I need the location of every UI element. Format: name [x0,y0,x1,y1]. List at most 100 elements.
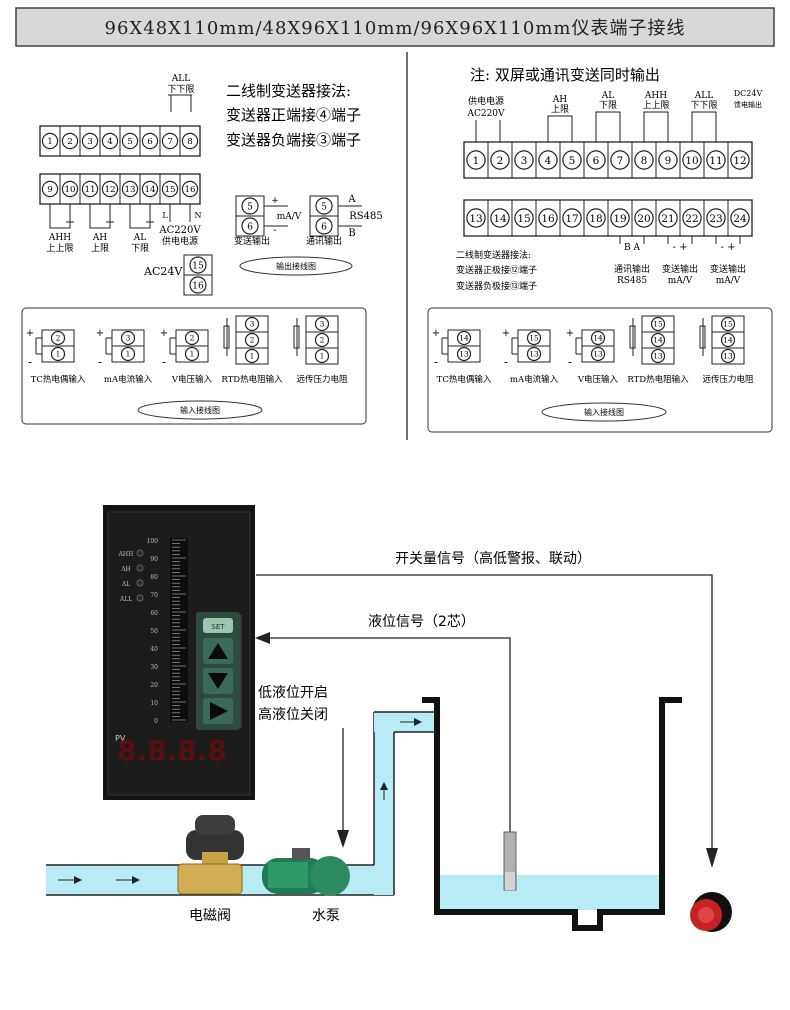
left-input-terminal-2-number: 2 [250,336,255,345]
left-input-terminal-1 [184,346,200,362]
left-out-terminal-5 [241,197,259,215]
left-top-terminal-6 [141,132,159,150]
right-tx1-label: 变送输出 [662,263,698,275]
minus-sign: - [28,355,32,369]
right-top-terminal-7-number: 7 [617,155,624,167]
scale-tick-60: 60 [150,610,158,617]
high-close-label: 高液位关闭 [258,706,328,723]
left-top-terminal-8 [181,132,199,150]
right-input-terminal-14 [650,332,666,348]
minus-sign: - [434,355,438,369]
right-input-terminal-15 [526,330,542,346]
right-input-terminal-15-number: 15 [529,334,539,343]
right-bot-terminal-24-number: 24 [733,213,747,225]
left-top-terminal-3 [81,132,99,150]
right-input-terminal-14-number: 14 [653,336,663,345]
right-bot-terminal-23-number: 23 [709,213,722,225]
right-top-terminal-5 [562,150,582,170]
right-tx1-unit: mA/V [668,276,693,286]
left-all-label: ALL [171,74,190,84]
right-top-terminal-2 [490,150,510,170]
left-n-label: N [195,211,202,220]
left-out-terminal-5-number: 5 [247,201,253,212]
level-signal-label: 液位信号（2芯） [368,614,475,630]
right-bot-terminal-19 [610,208,630,228]
right-top-terminal-11-number: 11 [709,155,722,167]
right-input-label-3: RTD热电阻输入 [627,374,689,385]
left-input-block [235,315,269,365]
right-bot-terminal-17-number: 17 [565,213,578,225]
scale-tick-90: 90 [150,556,158,563]
right-top-terminal-8 [634,150,654,170]
right-input-terminal-15 [720,316,736,332]
left-comm-terminal-5-number: 5 [321,201,327,212]
right-input-terminal-14-number: 14 [459,334,469,343]
right-input-terminal-13 [650,348,666,364]
title-bar [15,7,775,47]
right-two-wire-title: 二线制变送器接法: [456,249,531,261]
right-tx2-label: 变送输出 [710,263,746,275]
right-two-wire-neg: 变送器负极接⑬端子 [456,280,537,292]
plus-sign: + [502,328,510,339]
right-bot-terminal-14-number: 14 [493,213,507,225]
right-ahh-label: AHH [644,91,667,101]
right-ba-label: B A [624,243,640,253]
right-top-terminal-2-number: 2 [497,155,504,167]
right-input-terminal-13 [590,346,606,362]
page-title: 96X48X110mm/48X96X110mm/96X96X110mm仪表端子接… [105,18,686,39]
right-al-sub: 下限 [599,100,617,111]
left-top-terminal-2-number: 2 [67,137,73,147]
left-ahh-label: AHH [48,233,71,243]
left-bot-terminal-15-number: 15 [164,185,175,195]
scale-tick-70: 70 [150,592,158,599]
left-input-block [305,315,339,365]
left-input-terminal-2-number: 2 [190,334,195,343]
right-bot-terminal-20-number: 20 [637,213,650,225]
scale-tick-80: 80 [150,574,158,581]
set-button[interactable] [203,618,233,633]
left-top-terminal-7-number: 7 [167,137,173,147]
led-AL [136,579,144,587]
left-al-sub: 下限 [131,243,149,254]
right-bot-terminal-13 [466,208,486,228]
right-comm-out: 通讯输出 [614,263,650,275]
pv-label: PV [115,734,126,743]
right-bot-terminal-22-number: 22 [685,213,698,225]
left-top-terminal-5-number: 5 [127,137,133,147]
left-top-terminal-4-number: 4 [107,137,113,147]
right-all-label: ALL [694,91,713,101]
right-input-label-1: mA电流输入 [510,374,559,385]
right-input-terminal-15 [650,316,666,332]
left-input-terminal-3-number: 3 [250,320,255,329]
right-input-label-2: V电压输入 [577,374,619,385]
low-open-label: 低液位开启 [258,685,328,701]
scale-tick-50: 50 [150,628,158,635]
right-two-wire-pos: 变送器正极接⑫端子 [456,264,537,276]
minus-sign: - [273,225,276,236]
left-input-terminal-1-number: 1 [190,350,195,359]
right-top-terminal-10 [682,150,702,170]
left-top-terminal-2 [61,132,79,150]
left-top-terminal-5 [121,132,139,150]
left-ah-label: AH [92,233,107,243]
left-top-terminal-3-number: 3 [87,137,93,147]
left-out-label: 变送输出 [234,235,270,247]
pv-display: 8.8.8.8 [117,734,227,767]
right-input-terminal-14 [720,332,736,348]
left-ac220-sub: 供电电源 [162,235,198,247]
left-input-terminal-1-number: 1 [250,352,255,361]
left-bot-terminal-12-number: 12 [104,185,115,195]
right-power-label: 供电电源 [468,95,504,107]
right-all-sub: 下下限 [690,100,717,111]
led-label-AH: AH [120,566,131,573]
left-input-terminal-2 [314,332,330,348]
left-ac24-terminal-16 [189,276,207,294]
right-ah-sub: 上限 [551,104,569,115]
solenoid-valve [177,815,244,895]
up-arrow-icon [208,643,228,659]
left-all-sub: 下下限 [167,84,194,95]
left-bot-terminal-13 [121,180,139,198]
